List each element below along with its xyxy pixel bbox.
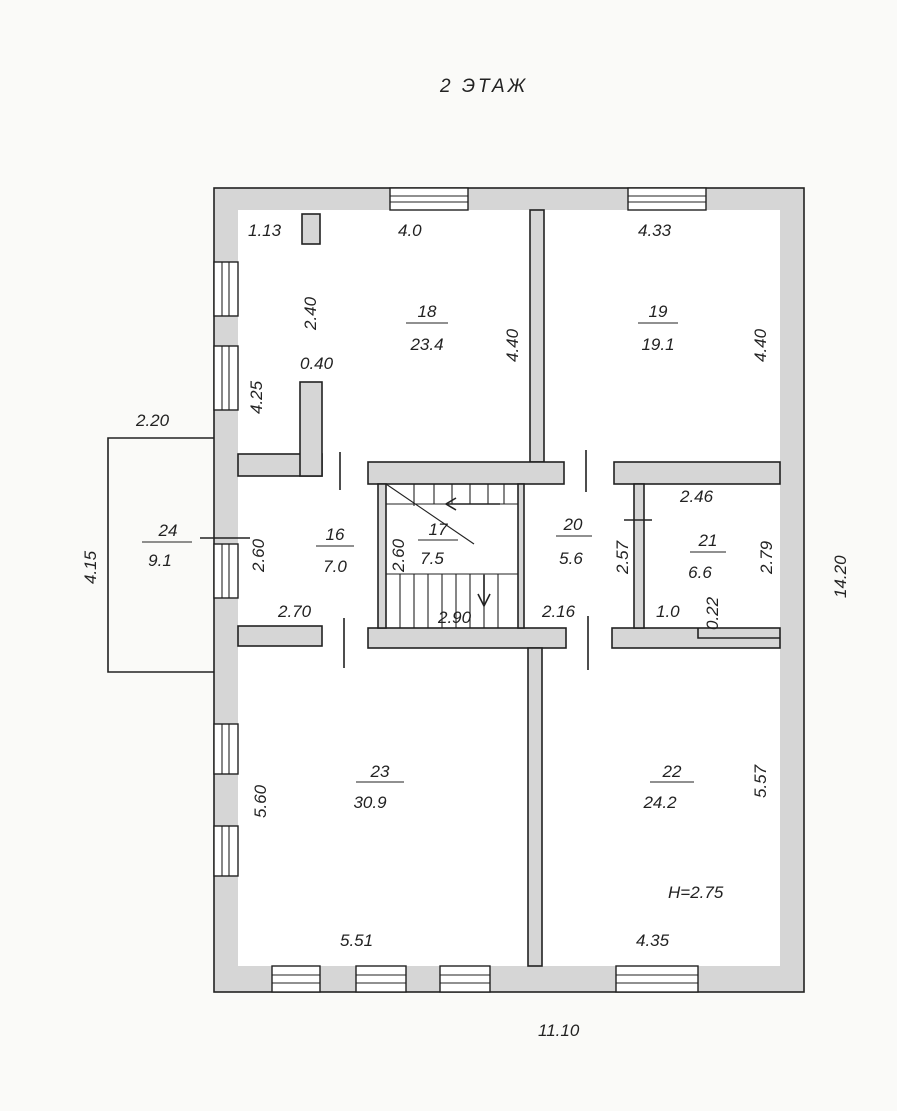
- dim-2-16: 2.16: [541, 602, 576, 621]
- wall-v-20-21: [633, 483, 645, 629]
- svg-text:5.6: 5.6: [559, 549, 583, 568]
- dim-5-51: 5.51: [340, 931, 373, 950]
- wall-pillar-18: [301, 213, 321, 245]
- window-top-2: [627, 187, 707, 211]
- dim-2-79: 2.79: [757, 540, 776, 575]
- svg-text:20: 20: [563, 515, 583, 534]
- dim-1-0: 1.0: [656, 602, 680, 621]
- wall-v-stair-left: [377, 483, 387, 629]
- wall-v-22-23: [527, 647, 543, 967]
- dim-2-20: 2.20: [135, 411, 170, 430]
- window-bottom-4: [615, 965, 699, 993]
- window-top-1: [389, 187, 469, 211]
- svg-text:16: 16: [326, 525, 345, 544]
- wall-notch-21: [697, 628, 780, 639]
- svg-text:7.5: 7.5: [420, 549, 444, 568]
- dim-5-60: 5.60: [251, 784, 270, 818]
- dim-2-46: 2.46: [679, 487, 714, 506]
- room-label-22: 22 24.2: [642, 762, 694, 812]
- svg-text:21: 21: [698, 531, 718, 550]
- wall-stub-18: [299, 381, 323, 477]
- wall-v-stair-right: [517, 483, 525, 629]
- svg-text:19.1: 19.1: [641, 335, 674, 354]
- svg-text:19: 19: [649, 302, 668, 321]
- room-label-17: 17 7.5: [418, 520, 458, 568]
- window-left-2: [213, 345, 239, 411]
- dim-14-20: 14.20: [831, 555, 850, 598]
- dim-4-0: 4.0: [398, 221, 422, 240]
- dim-1-13: 1.13: [248, 221, 282, 240]
- window-left-1: [213, 261, 239, 317]
- dim-4-25: 4.25: [247, 380, 266, 414]
- wall-h-lower-mid: [367, 627, 567, 649]
- room-label-19: 19 19.1: [638, 302, 678, 354]
- svg-text:23.4: 23.4: [409, 335, 443, 354]
- dim-2-57: 2.57: [613, 540, 632, 575]
- window-bottom-1: [271, 965, 321, 993]
- dim-2-40: 2.40: [301, 296, 320, 331]
- window-left-4: [213, 723, 239, 775]
- window-left-3: [213, 543, 239, 599]
- svg-text:24.2: 24.2: [642, 793, 677, 812]
- svg-text:17: 17: [429, 520, 448, 539]
- svg-text:18: 18: [418, 302, 437, 321]
- interior-area: [238, 210, 780, 966]
- room-label-24: 24 9.1: [142, 521, 192, 570]
- dim-5-57: 5.57: [751, 764, 770, 798]
- room-label-18: 18 23.4: [406, 302, 448, 354]
- dim-4-40-b: 4.40: [751, 328, 770, 362]
- room-label-23: 23 30.9: [353, 762, 404, 812]
- dim-2-70: 2.70: [277, 602, 312, 621]
- door-marks: [200, 450, 652, 670]
- dim-4-40-a: 4.40: [503, 328, 522, 362]
- window-bottom-2: [355, 965, 407, 993]
- svg-text:22: 22: [662, 762, 682, 781]
- ceiling-height: H=2.75: [668, 883, 724, 902]
- window-bottom-3: [439, 965, 491, 993]
- svg-text:9.1: 9.1: [148, 551, 172, 570]
- room-label-16: 16 7.0: [316, 525, 354, 576]
- room-label-20: 20 5.6: [556, 515, 592, 568]
- staircase: [385, 483, 518, 628]
- wall-h-upper-right: [613, 461, 781, 485]
- svg-text:30.9: 30.9: [353, 793, 387, 812]
- window-left-5: [213, 825, 239, 877]
- wall-h-lower-left: [237, 625, 323, 647]
- svg-text:6.6: 6.6: [688, 563, 712, 582]
- dim-11-10: 11.10: [538, 1021, 580, 1040]
- svg-text:23: 23: [370, 762, 390, 781]
- dim-2-90: 2.90: [437, 608, 472, 627]
- dim-4-35: 4.35: [636, 931, 670, 950]
- wall-h-upper-mid: [367, 461, 565, 485]
- dim-4-33: 4.33: [638, 221, 672, 240]
- dim-0-40: 0.40: [300, 354, 334, 373]
- balcony-outline: [107, 437, 214, 673]
- room-label-21: 21 6.6: [688, 531, 726, 582]
- wall-v-18-19: [529, 209, 545, 463]
- dim-4-15: 4.15: [81, 550, 100, 584]
- floor-title: 2 ЭТАЖ: [439, 76, 528, 97]
- svg-text:24: 24: [158, 521, 178, 540]
- dim-0-22: 0.22: [703, 596, 722, 630]
- dim-2-60-a: 2.60: [249, 538, 268, 573]
- svg-text:7.0: 7.0: [323, 557, 347, 576]
- dim-2-60-b: 2.60: [389, 538, 408, 573]
